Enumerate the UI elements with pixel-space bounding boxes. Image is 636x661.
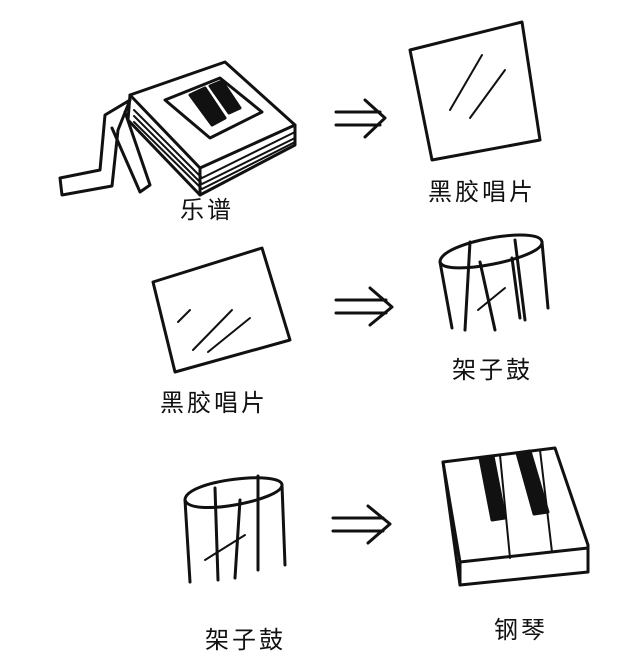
double-arrow-right-icon — [334, 286, 394, 327]
label-drum-kit: 架子鼓 — [452, 356, 533, 384]
drum-icon — [183, 474, 287, 584]
sheet-music-book-icon — [58, 60, 297, 197]
label-vinyl-record: 黑胶唱片 — [160, 389, 268, 417]
label-drum-kit: 架子鼓 — [205, 626, 286, 654]
label-piano: 钢琴 — [494, 616, 548, 644]
drum-icon — [438, 233, 550, 332]
piano-keys-icon — [441, 446, 590, 587]
label-vinyl-record: 黑胶唱片 — [428, 178, 536, 206]
vinyl-record-sleeve-icon — [151, 246, 292, 374]
double-arrow-right-icon — [334, 98, 387, 139]
vinyl-record-sleeve-icon — [408, 20, 542, 162]
label-sheet-music: 乐谱 — [180, 196, 234, 224]
double-arrow-right-icon — [331, 504, 392, 545]
